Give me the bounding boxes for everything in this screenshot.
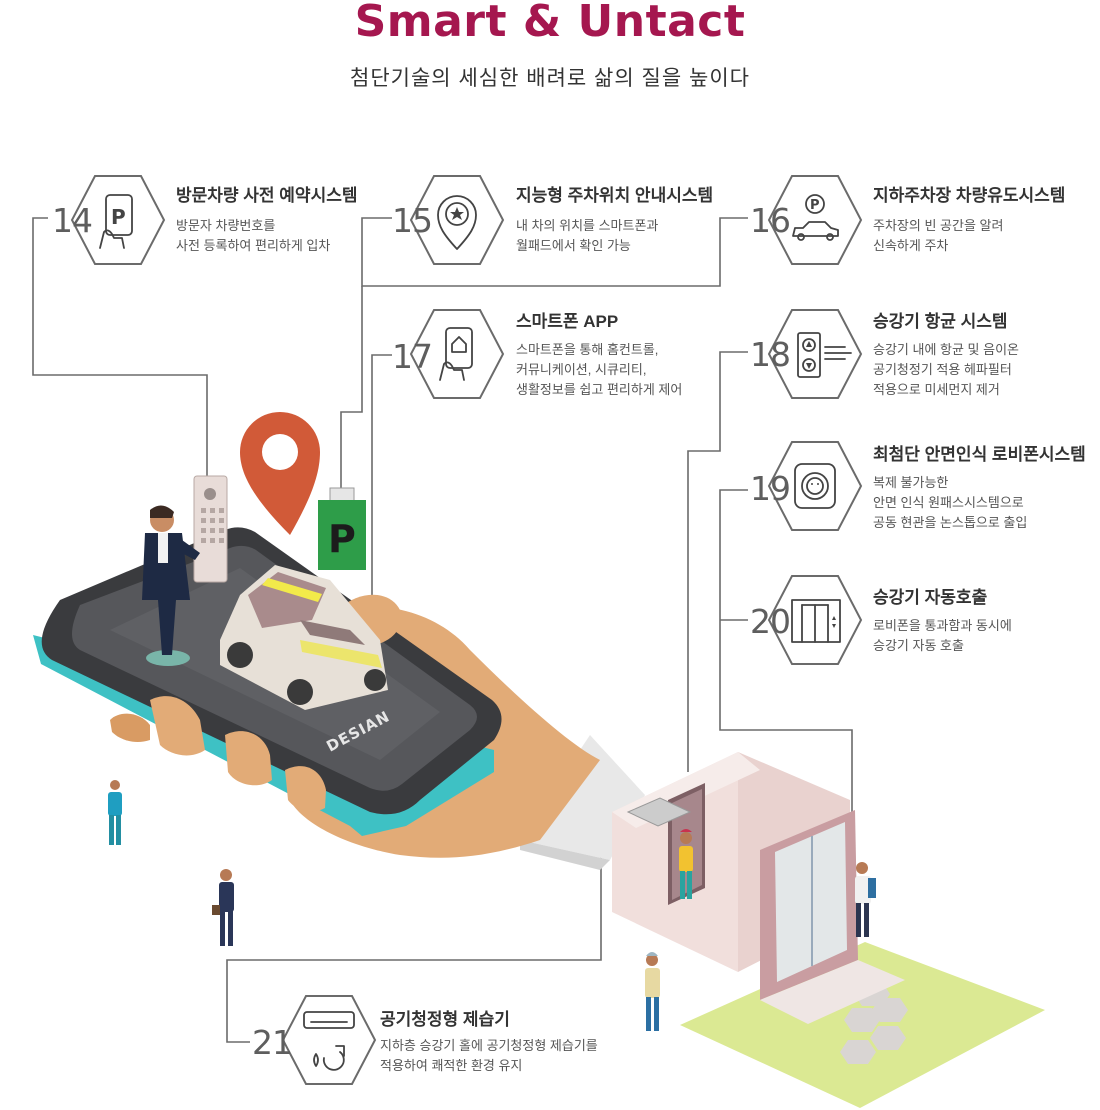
connector-18 xyxy=(687,351,748,772)
svg-text:P: P xyxy=(111,205,126,229)
finger-2 xyxy=(225,731,272,786)
star-location-pin-icon xyxy=(437,195,477,250)
feature-18-number: 18 xyxy=(750,335,791,374)
hexagon-18 xyxy=(767,309,863,399)
man-on-phone xyxy=(142,505,200,666)
hexagon-21 xyxy=(281,995,377,1085)
face-recognition-icon xyxy=(794,463,836,509)
smartphone-home-icon xyxy=(439,327,473,381)
feature-17-description: 스마트폰을 통해 홈컨트롤,커뮤니케이션, 시큐리티,생활정보를 쉽고 편리하게… xyxy=(516,342,683,397)
car xyxy=(220,565,388,710)
parking-car-icon: P xyxy=(792,194,839,241)
connector-15-parking xyxy=(340,286,363,488)
feature-21-title: 공기청정형 제습기 xyxy=(380,1010,510,1029)
hexagon-15 xyxy=(409,175,505,265)
finger-3 xyxy=(285,766,326,812)
feature-15-title: 지능형 주차위치 안내시스템 xyxy=(516,186,714,205)
person-walking-teal xyxy=(108,780,122,845)
feature-21-number: 21 xyxy=(252,1023,293,1062)
intercom-panel xyxy=(193,475,228,583)
feature-19-title: 최첨단 안면인식 로비폰시스템 xyxy=(873,445,1086,464)
person-walking-in xyxy=(645,952,660,1031)
elevator-lobby xyxy=(612,752,1045,1108)
person-with-briefcase xyxy=(212,869,234,946)
connector-19-20 xyxy=(719,489,853,812)
subtitle: 첨단기술의 세심한 배려로 삶의 질을 높이다 xyxy=(350,67,750,90)
hexagon-16 xyxy=(767,175,863,265)
feature-17-title: 스마트폰 APP xyxy=(516,312,619,331)
feature-15-number: 15 xyxy=(392,201,433,240)
connector-17 xyxy=(371,354,392,702)
feature-14-number: 14 xyxy=(52,201,93,240)
feature-20-title: 승강기 자동호출 xyxy=(873,588,988,607)
feature-17-number: 17 xyxy=(392,337,433,376)
air-purifier-dehumidifier-icon xyxy=(303,1011,355,1071)
feature-14-title: 방문차량 사전 예약시스템 xyxy=(176,186,358,205)
phone-parking-icon: P xyxy=(99,194,133,249)
elevator-air-icon xyxy=(797,332,852,378)
feature-18-title: 승강기 항균 시스템 xyxy=(873,312,1008,331)
hexagon-17 xyxy=(409,309,505,399)
person-at-lobby-phone xyxy=(855,862,876,937)
feature-20-number: 20 xyxy=(750,602,791,641)
hexagon-14 xyxy=(70,175,166,265)
person-in-elevator-hall xyxy=(679,829,693,899)
location-pin xyxy=(240,412,320,535)
elevator-call-icon xyxy=(791,599,841,643)
hexagon-19 xyxy=(767,441,863,531)
connector-14 xyxy=(32,217,208,476)
connector-15-16 xyxy=(361,217,748,287)
finger-1 xyxy=(150,696,205,756)
feature-19-number: 19 xyxy=(750,469,791,508)
svg-text:P: P xyxy=(810,198,820,213)
svg-text:P: P xyxy=(328,517,356,561)
main-title: Smart & Untact xyxy=(354,0,746,47)
feature-16-title: 지하주차장 차량유도시스템 xyxy=(873,186,1066,205)
feature-16-number: 16 xyxy=(750,201,791,240)
parking-sign: P xyxy=(318,487,366,570)
